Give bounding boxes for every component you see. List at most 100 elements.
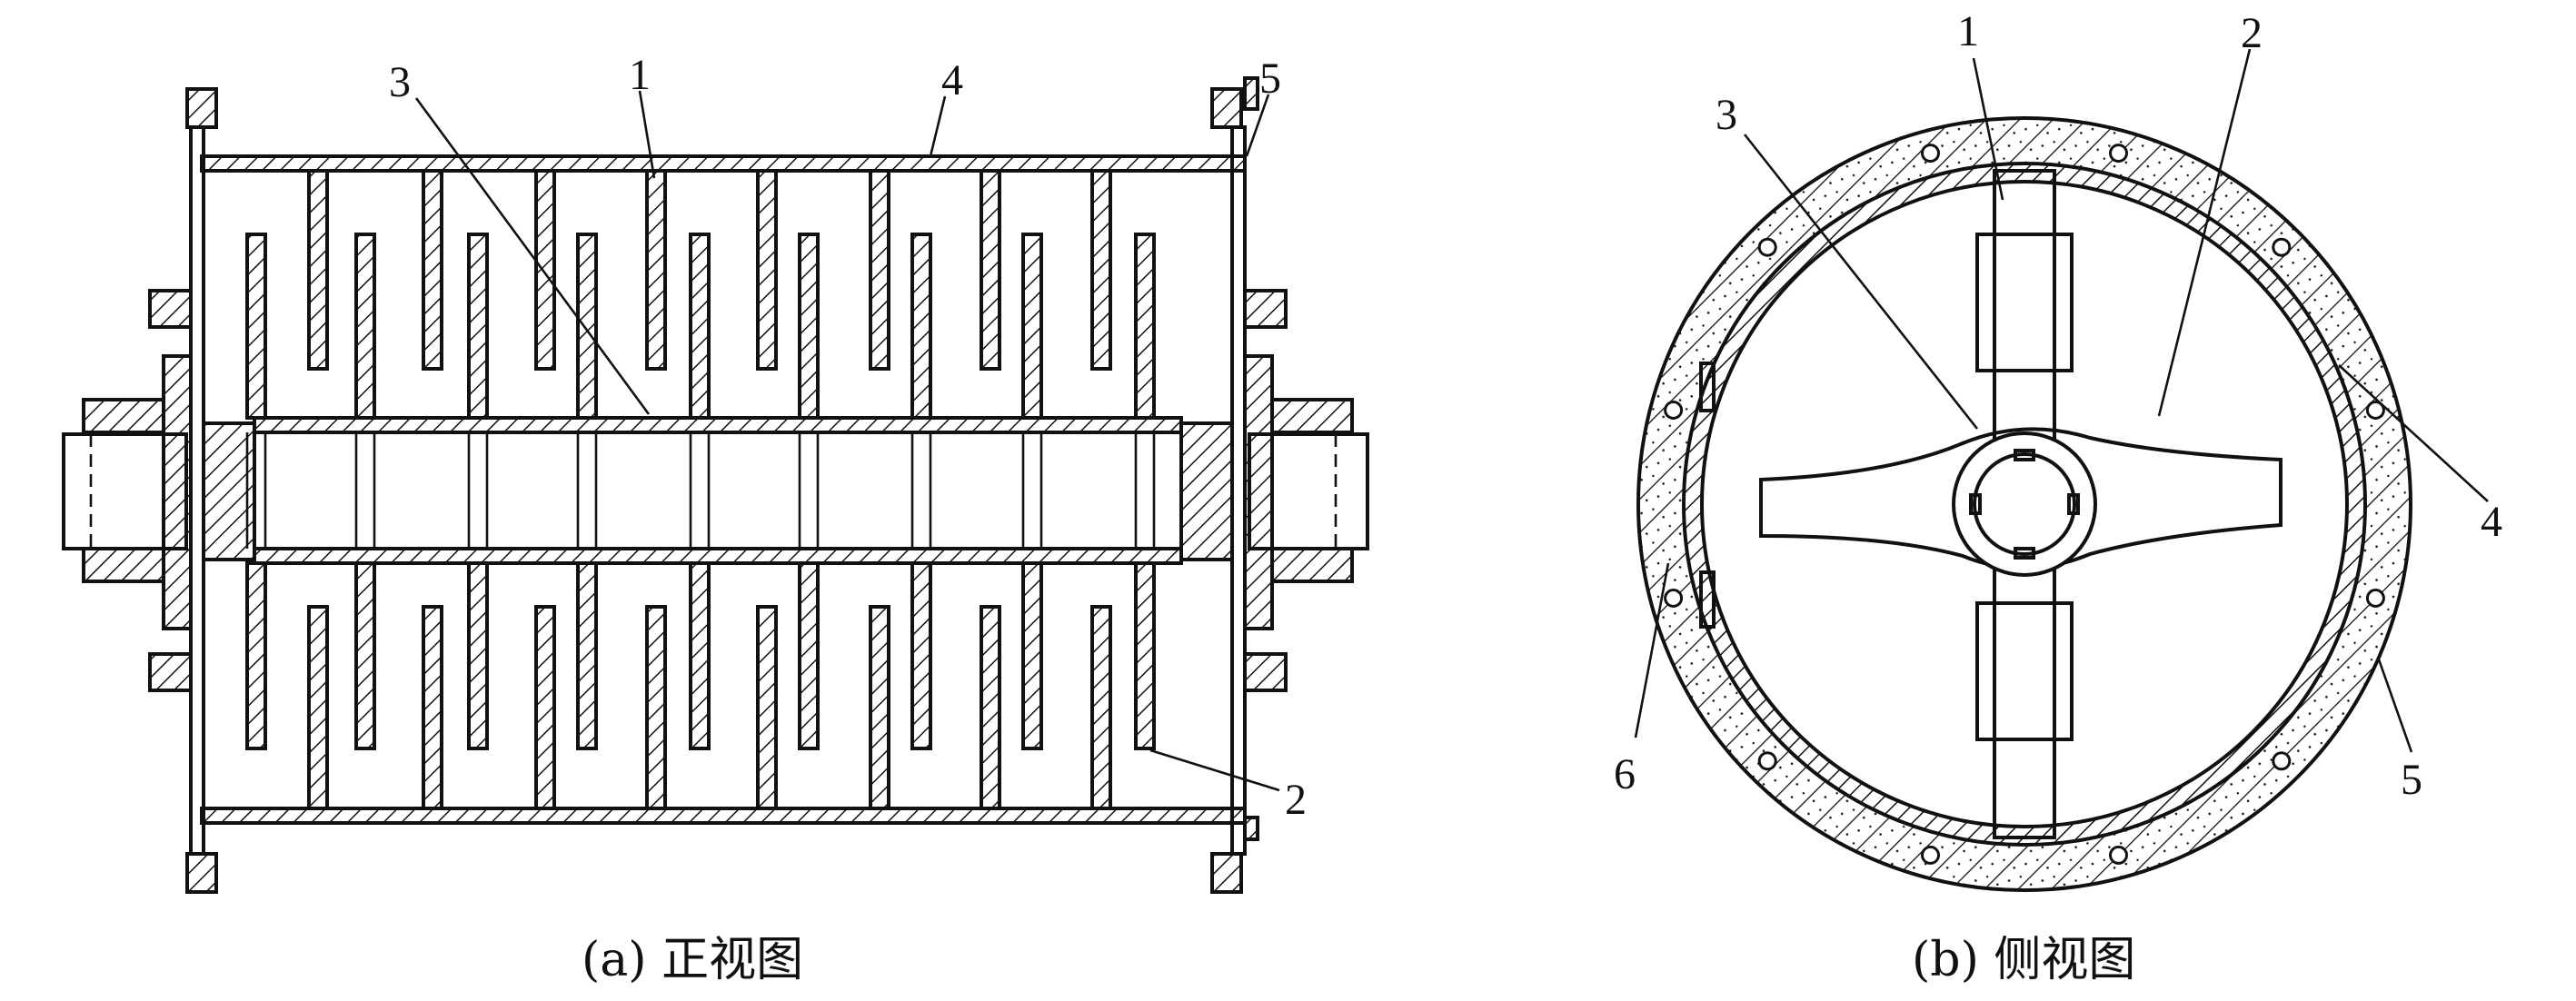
slot-left-upper: [1699, 362, 1716, 412]
side-label-3: 3: [1716, 91, 1737, 139]
shaft-right-end: [1248, 432, 1369, 550]
side-view: 1 2 3 4 5 6 (b) 侧视图: [1614, 7, 2502, 987]
key-bottom: [2014, 547, 2035, 560]
label-1: 1: [629, 51, 651, 99]
bolt-hole: [1757, 237, 1777, 257]
cylinder-top-wall: [200, 154, 1247, 173]
wall-fin-upper: [1090, 169, 1112, 371]
side-label-1: 1: [1957, 7, 1979, 55]
wall-fin-lower: [307, 605, 329, 810]
right-bearing-housing: [1179, 289, 1354, 692]
shaft-fin-upper: [910, 233, 932, 420]
bolt-hole: [2272, 751, 2292, 771]
shaft-fin-lower: [689, 561, 711, 750]
wall-fin-lower: [422, 605, 443, 810]
blade-top: [1975, 233, 2074, 372]
shaft-tube-top: [253, 416, 1183, 434]
shaft-fin-upper: [576, 233, 598, 420]
wall-fin-upper: [422, 169, 443, 371]
bolt-hole: [2109, 144, 2128, 164]
flange-top-right: [1210, 87, 1243, 129]
shaft-tube-bottom: [253, 547, 1183, 565]
bolt-hole: [1664, 401, 1684, 420]
shaft-fin-upper: [1134, 233, 1156, 420]
left-bearing-housing: [82, 289, 256, 692]
shaft-fin-upper: [689, 233, 711, 420]
cylinder-bottom-wall: [200, 807, 1247, 825]
bolt-hole: [1664, 589, 1684, 608]
bolt-hole: [1921, 845, 1940, 865]
wall-fin-upper: [645, 169, 667, 371]
flange-top-left: [185, 87, 218, 129]
bolt-hole: [1757, 751, 1777, 771]
shaft-fin-upper: [1021, 233, 1043, 420]
wall-fin-upper: [307, 169, 329, 371]
side-label-5: 5: [2401, 756, 2422, 804]
leader-side-6: [1634, 562, 1670, 738]
blade-bottom: [1975, 601, 2074, 741]
slot-left-lower: [1699, 570, 1716, 629]
leader-side-5: [2377, 659, 2413, 753]
wall-fin-upper: [869, 169, 890, 371]
wall-fin-lower: [1090, 605, 1112, 810]
leader-side-4: [2338, 364, 2489, 502]
bolt-hole: [2365, 589, 2385, 608]
bolt-hole: [2272, 237, 2292, 257]
wall-fin-lower: [645, 605, 667, 810]
bolt-holes: [1664, 144, 2385, 865]
end-cover-top: [1243, 76, 1259, 111]
horizontal-blade: [1759, 427, 2283, 570]
end-cover-bottom: [1243, 816, 1259, 841]
label-4: 4: [941, 56, 963, 104]
leader-5: [1245, 94, 1270, 157]
key-top: [2014, 449, 2035, 461]
caption-front-view: (a) 正视图: [582, 933, 803, 987]
shaft-fin-lower: [798, 561, 820, 750]
flange-bottom-right: [1210, 852, 1243, 894]
fin-array: [245, 169, 1156, 810]
key-right: [2067, 493, 2080, 515]
bolt-hole: [2109, 845, 2128, 865]
shaft-fin-lower: [245, 561, 267, 750]
bolt-hole: [1921, 144, 1940, 164]
side-label-4: 4: [2481, 498, 2502, 546]
side-label-2: 2: [2241, 9, 2263, 57]
shaft-fin-upper: [798, 233, 820, 420]
shaft-fin-lower: [576, 561, 598, 750]
wall-fin-lower: [869, 605, 890, 810]
label-2: 2: [1285, 776, 1307, 824]
wall-fin-lower: [534, 605, 556, 810]
shaft-fin-lower: [467, 561, 489, 750]
shaft-fin-upper: [467, 233, 489, 420]
flange-bottom-left: [185, 852, 218, 894]
leader-side-1: [1972, 57, 2004, 201]
leader-3: [414, 97, 651, 415]
leader-4: [929, 95, 947, 157]
side-label-6: 6: [1614, 750, 1636, 798]
caption-side-view: (b) 侧视图: [1912, 933, 2135, 987]
wall-fin-lower: [756, 605, 778, 810]
leader-1: [638, 90, 656, 179]
shaft-fin-lower: [910, 561, 932, 750]
wall-fin-lower: [980, 605, 1001, 810]
wall-fin-upper: [756, 169, 778, 371]
key-left: [1969, 493, 1982, 515]
shaft-left-end: [62, 432, 188, 550]
shaft-fin-upper: [354, 233, 376, 420]
leader-2: [1149, 748, 1280, 792]
shaft-fin-lower: [354, 561, 376, 750]
shaft-fin-upper: [245, 233, 267, 420]
bolt-hole: [2365, 401, 2385, 420]
shaft-fin-lower: [1021, 561, 1043, 750]
label-3: 3: [389, 58, 411, 106]
label-5: 5: [1259, 55, 1281, 103]
wall-fin-upper: [980, 169, 1001, 371]
shaft-fin-lower: [1134, 561, 1156, 750]
left-end-plate: [189, 125, 205, 856]
leader-side-2: [2157, 48, 2252, 417]
front-view: 3 1 4 5 2 (a) 正视图: [62, 51, 1369, 987]
leader-side-3: [1743, 134, 1979, 430]
shaft-inner-ribs: [245, 432, 1156, 549]
hub-inner: [1973, 452, 2076, 556]
